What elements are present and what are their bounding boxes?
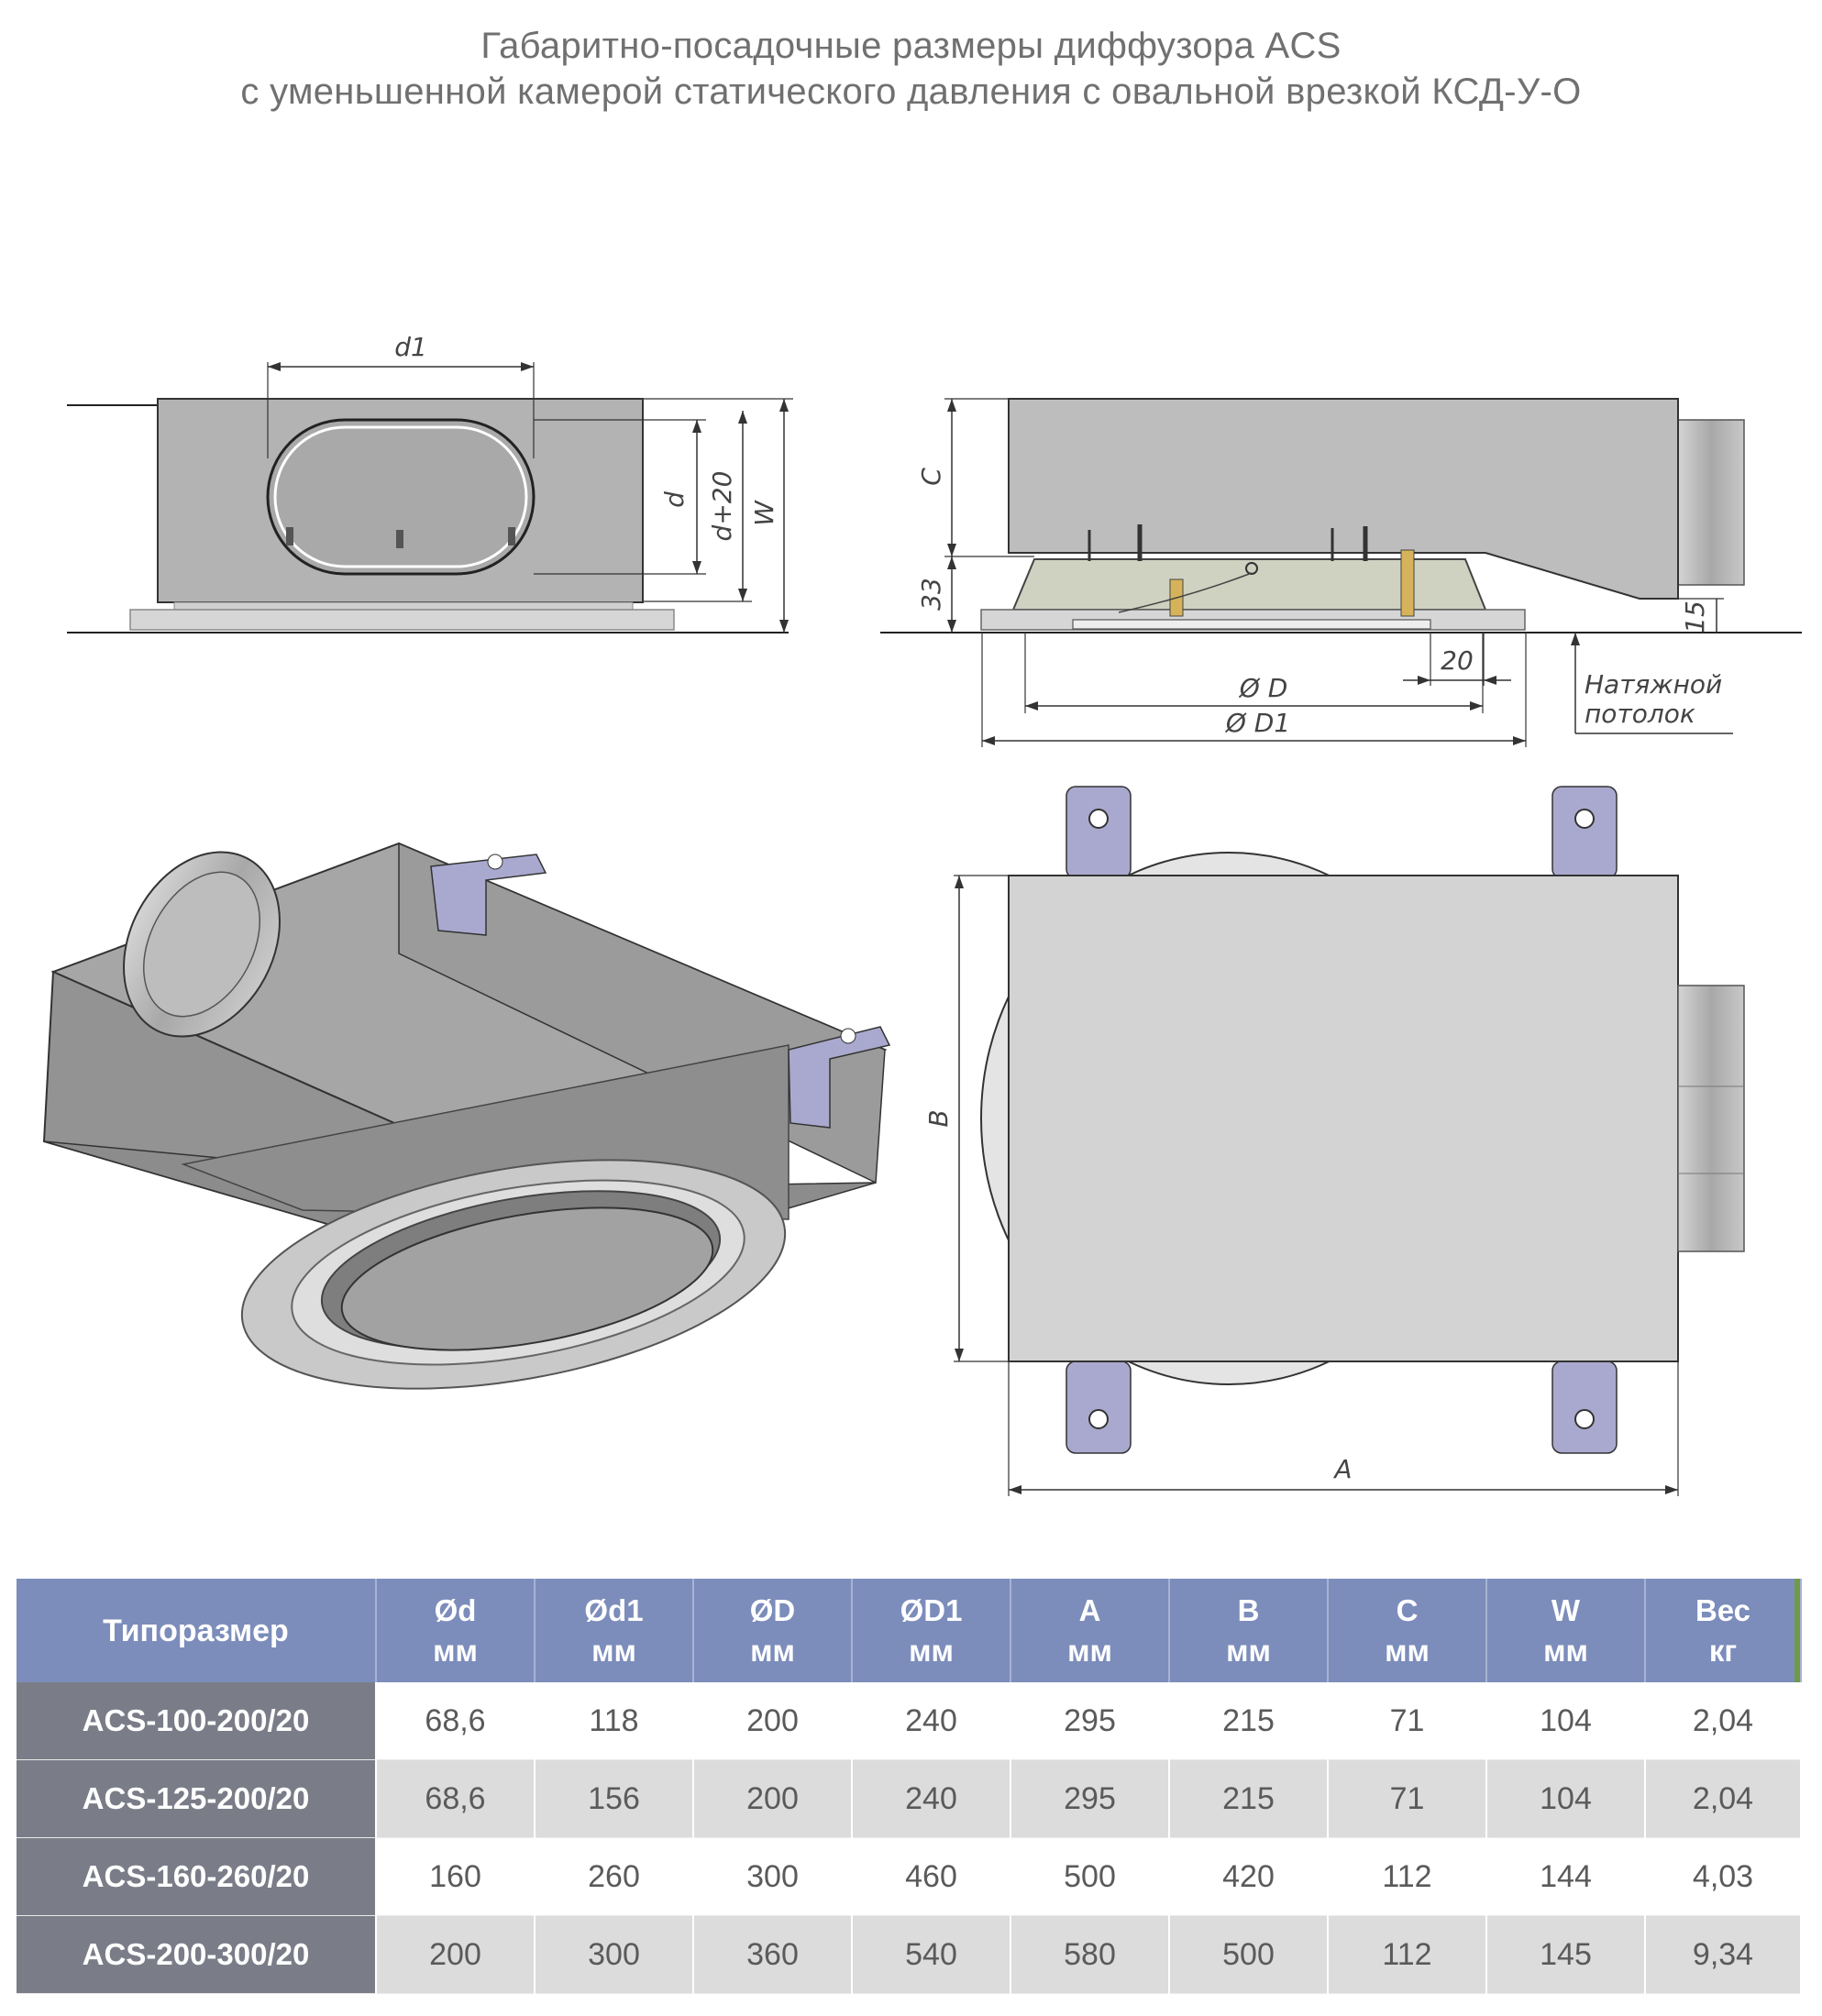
cell-model: ACS-100-200/20	[17, 1682, 377, 1760]
dim-B-label: B	[923, 1109, 954, 1127]
cell-model: ACS-125-200/20	[17, 1759, 377, 1838]
table-cell: 200	[376, 1915, 536, 1994]
table-cell: 540	[852, 1915, 1011, 1994]
table-cell: 104	[1486, 1682, 1646, 1760]
table-cell: 215	[1169, 1759, 1329, 1838]
table-cell: 2,04	[1645, 1759, 1802, 1838]
table-cell: 2,04	[1645, 1682, 1802, 1760]
dim-c-label: C	[916, 468, 946, 486]
table-cell: 68,6	[376, 1759, 536, 1838]
oval-inlet-opening	[266, 418, 536, 576]
table-row: ACS-125-200/20 68,6 156 200 240 295 215 …	[17, 1759, 1802, 1838]
front-view: d1 d d+20 W	[67, 332, 793, 633]
ceiling-note-1: Натяжной	[1585, 669, 1722, 700]
side-view: C 33 15 20 Ø D Ø D1 Натяжной потолок	[880, 398, 1802, 747]
cell-model: ACS-200-300/20	[17, 1915, 377, 1994]
table-cell: 240	[852, 1682, 1011, 1760]
table-cell: 295	[1010, 1682, 1170, 1760]
table-cell: 145	[1486, 1915, 1646, 1994]
table-cell: 460	[852, 1837, 1011, 1916]
table-cell: 580	[1010, 1915, 1170, 1994]
table-cell: 215	[1169, 1682, 1329, 1760]
table-cell: 160	[376, 1837, 536, 1916]
table-cell: 9,34	[1645, 1915, 1802, 1994]
table-cell: 360	[693, 1915, 853, 1994]
dim-15-label: 15	[1680, 600, 1710, 633]
table-row: ACS-100-200/20 68,6 118 200 240 295 215 …	[17, 1682, 1802, 1760]
header-accent-bar	[1794, 1579, 1800, 1682]
isometric-view	[42, 842, 891, 1390]
table-cell: 295	[1010, 1759, 1170, 1838]
dim-A-label: A	[1332, 1454, 1352, 1484]
table-cell: 112	[1328, 1915, 1487, 1994]
top-view: B A	[923, 786, 1745, 1496]
oval-spigot-side	[1677, 419, 1745, 586]
page-subtitle: с уменьшенной камерой статического давле…	[240, 72, 1582, 112]
table-cell: 144	[1486, 1837, 1646, 1916]
table-cell: 200	[693, 1682, 853, 1760]
dim-D-label: Ø D	[1239, 673, 1288, 703]
dim-w-label: W	[749, 500, 779, 526]
page-title: Габаритно-посадочные размеры диффузора A…	[480, 26, 1342, 66]
table-cell: 71	[1328, 1759, 1487, 1838]
technical-drawing: d1 d d+20 W	[42, 332, 1802, 1496]
table-cell: 71	[1328, 1682, 1487, 1760]
table-cell: 4,03	[1645, 1837, 1802, 1916]
table-cell: 300	[535, 1915, 694, 1994]
table-cell: 260	[535, 1837, 694, 1916]
diffuser-body-side	[1011, 558, 1487, 611]
col-header-model: Типоразмер	[17, 1579, 377, 1682]
table-cell: 300	[693, 1837, 853, 1916]
dim-d20-label: d+20	[707, 471, 737, 542]
table-cell: 500	[1010, 1837, 1170, 1916]
cell-model: ACS-160-260/20	[17, 1837, 377, 1916]
table-row: ACS-200-300/20 200 300 360 540 580 500 1…	[17, 1915, 1802, 1994]
table-cell: 104	[1486, 1759, 1646, 1838]
diffuser-flange-front	[129, 609, 675, 631]
ceiling-note-2: потолок	[1585, 699, 1695, 729]
diffuser-disc-iso	[340, 1206, 714, 1351]
oval-spigot-top	[1677, 985, 1745, 1252]
dim-D1-label: Ø D1	[1225, 708, 1290, 738]
table-cell: 420	[1169, 1837, 1329, 1916]
table-cell: 240	[852, 1759, 1011, 1838]
dim-33-label: 33	[916, 578, 946, 611]
table-cell: 156	[535, 1759, 694, 1838]
plenum-box-top	[1008, 875, 1679, 1362]
table-cell: 112	[1328, 1837, 1487, 1916]
table-cell: 68,6	[376, 1682, 536, 1760]
dim-d1-label: d1	[394, 332, 427, 362]
table-cell: 200	[693, 1759, 853, 1838]
table-cell: 118	[535, 1682, 694, 1760]
table-cell: 500	[1169, 1915, 1329, 1994]
table-row: ACS-160-260/20 160 260 300 460 500 420 1…	[17, 1837, 1802, 1916]
dim-20-label: 20	[1441, 645, 1474, 676]
dim-d-label: d	[659, 491, 690, 508]
